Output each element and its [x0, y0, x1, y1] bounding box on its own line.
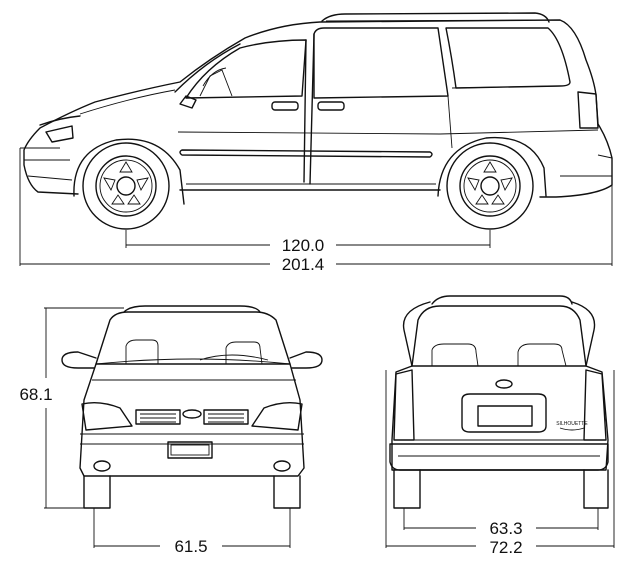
front-roof-rack: [123, 305, 261, 313]
front-view: [61, 305, 323, 509]
rear-model-badge: SILHOUETTE: [556, 421, 588, 427]
front-body: [79, 363, 305, 477]
side-tail-lamp: [577, 91, 599, 129]
rear-wheel: [446, 142, 534, 230]
front-right-headlamp: [251, 401, 303, 431]
rear-emblem: [495, 379, 513, 389]
wheelbase-label: 120.0: [282, 236, 325, 255]
roof-rack: [321, 12, 550, 23]
side-headlamp: [45, 125, 74, 143]
slide-door-handle: [317, 101, 345, 111]
front-right-foglamp: [273, 460, 291, 472]
rear-wheel-arch: [437, 136, 547, 197]
rear-right-taillamp: [583, 369, 607, 441]
rear-track-label: 63.3: [489, 519, 522, 538]
front-side-window: [185, 39, 307, 99]
front-right-mirror: [289, 351, 323, 369]
front-license-plate: [167, 441, 213, 459]
front-right-tire: [273, 475, 301, 509]
front-door-handle: [271, 101, 299, 111]
rear-dimension-lines: [385, 370, 615, 548]
front-left-foglamp: [93, 460, 111, 472]
rear-plate-housing: [461, 393, 547, 433]
overall-height-label: 68.1: [19, 385, 52, 404]
rear-roof-rack: [431, 295, 573, 305]
rear-right-tire: [583, 469, 609, 509]
side-mirror: [179, 95, 197, 109]
rear-body: [391, 365, 609, 471]
front-track-label: 61.5: [174, 537, 207, 556]
front-windshield: [95, 311, 291, 365]
rear-license-plate: [477, 405, 533, 427]
side-dimension-lines: [19, 148, 613, 266]
rear-bumper: [389, 443, 609, 471]
front-left-tire: [83, 475, 111, 509]
front-wheel-arch: [73, 138, 185, 205]
front-grille-right: [203, 409, 249, 425]
overall-length-label: 201.4: [282, 255, 325, 274]
middle-side-window: [313, 27, 449, 99]
front-grille-left: [135, 409, 181, 425]
side-body-outline: [23, 19, 613, 198]
rear-window: [411, 305, 587, 367]
overall-width-label: 72.2: [489, 538, 522, 557]
front-emblem: [182, 409, 202, 419]
front-dimension-lines: [44, 307, 291, 548]
side-view: [20, 12, 613, 230]
front-left-mirror: [61, 351, 97, 369]
rear-view: SILHOUETTE: [389, 295, 609, 509]
front-left-headlamp: [81, 401, 133, 431]
front-wheel: [82, 142, 170, 230]
windshield: [174, 43, 241, 93]
side-moulding: [179, 149, 433, 158]
rear-left-taillamp: [393, 369, 415, 441]
rear-quarter-window: [445, 27, 571, 89]
rear-left-tire: [393, 469, 421, 509]
